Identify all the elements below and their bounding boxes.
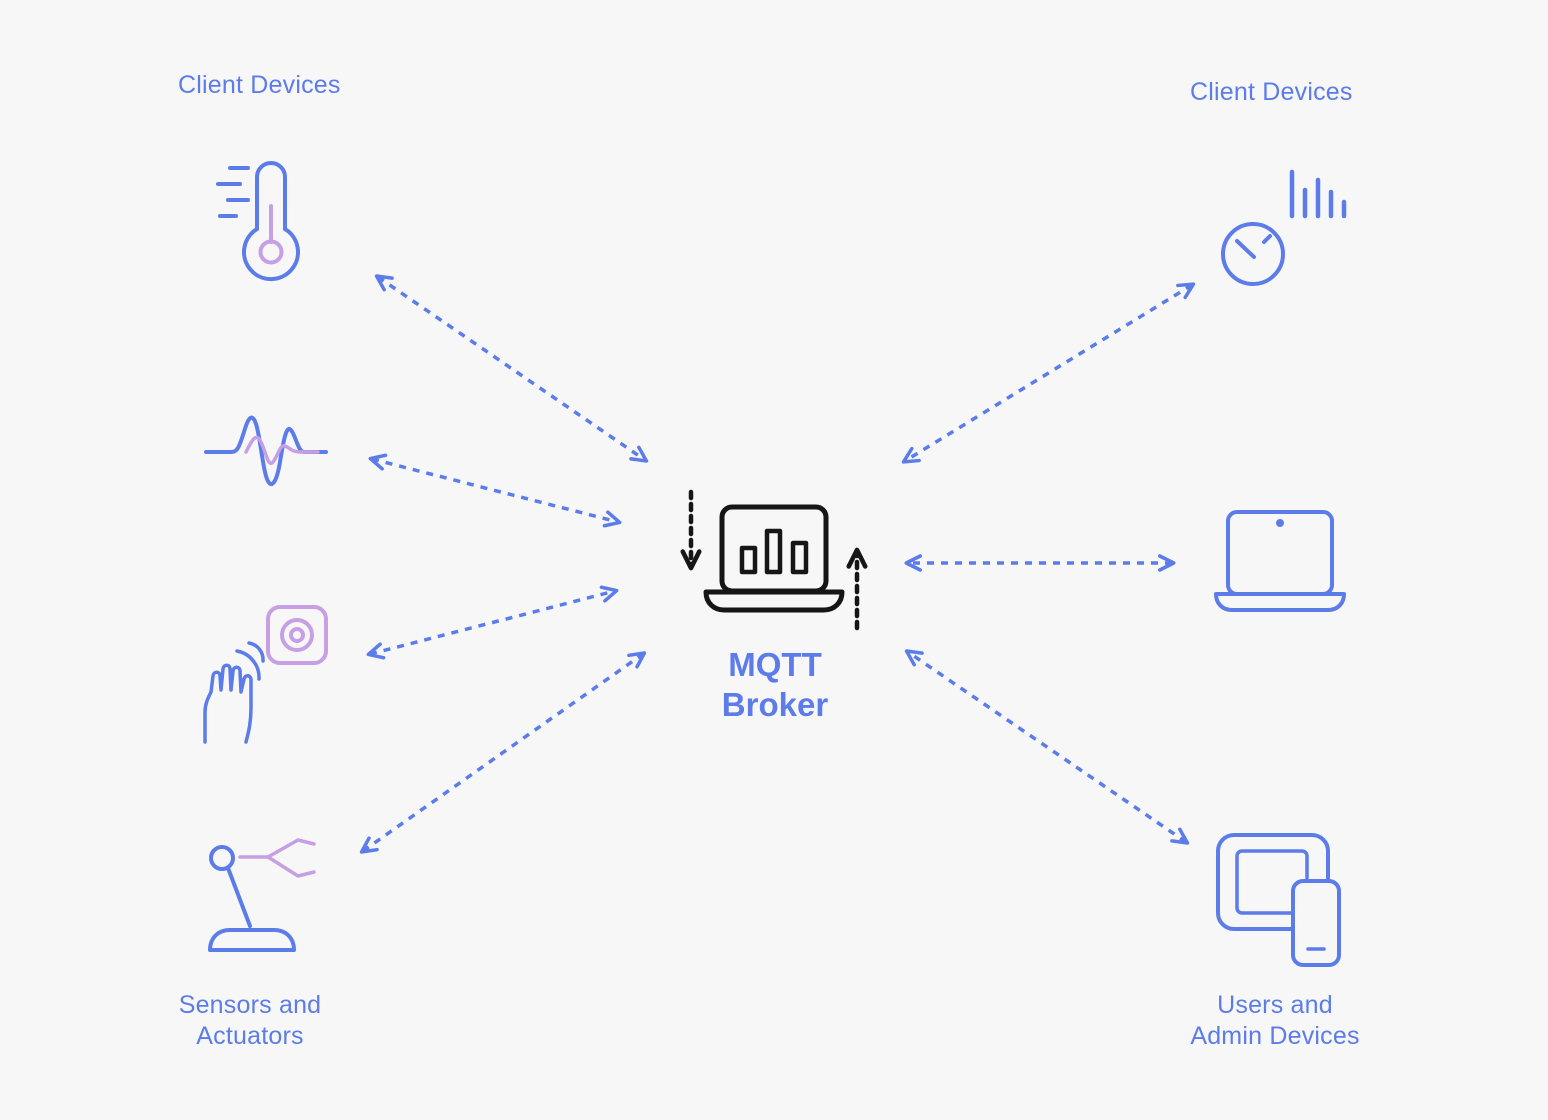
arrow-joystick-broker (359, 651, 647, 854)
laptop-base (1214, 592, 1346, 612)
broker-flow-arrows (680, 489, 868, 631)
arrow-gauge-broker (901, 282, 1196, 464)
arrow-tablet-broker (904, 649, 1190, 845)
client-devices-right-label: Client Devices (1190, 78, 1353, 106)
waveform-secondary (244, 435, 320, 466)
broker-bar-3 (790, 540, 809, 575)
broker-bar-1 (739, 545, 758, 575)
gauge-icon (1221, 169, 1347, 286)
arrow-waveform-broker (368, 453, 622, 528)
thermometer-body (242, 161, 300, 282)
thermometer-icon (216, 161, 300, 282)
joystick-base (208, 928, 296, 952)
users-admin-devices-label: Users and Admin Devices (1190, 991, 1360, 1050)
gesture-sensor-icon (203, 605, 328, 744)
tablet-phone-icon (1216, 833, 1341, 967)
joystick-actuator-icon (208, 838, 316, 952)
laptop-icon (1214, 510, 1346, 612)
broker-bar-2 (764, 528, 783, 575)
broker-base (703, 589, 845, 613)
mqtt-broker-label: MQTT Broker (721, 646, 829, 724)
hand-shape (203, 663, 253, 744)
broker-screen (719, 504, 829, 594)
sensor-box (266, 605, 328, 665)
arrow-thermometer-broker (374, 274, 649, 463)
sensors-actuators-label: Sensors and Actuators (178, 991, 322, 1050)
client-devices-left-label: Client Devices (178, 71, 341, 99)
phone-body (1291, 879, 1341, 967)
waveform-primary (204, 415, 328, 487)
broker-laptop-icon (703, 504, 845, 613)
waveform-icon (204, 415, 328, 487)
arrow-gesture-broker (366, 585, 619, 660)
connection-arrows (359, 274, 1196, 854)
